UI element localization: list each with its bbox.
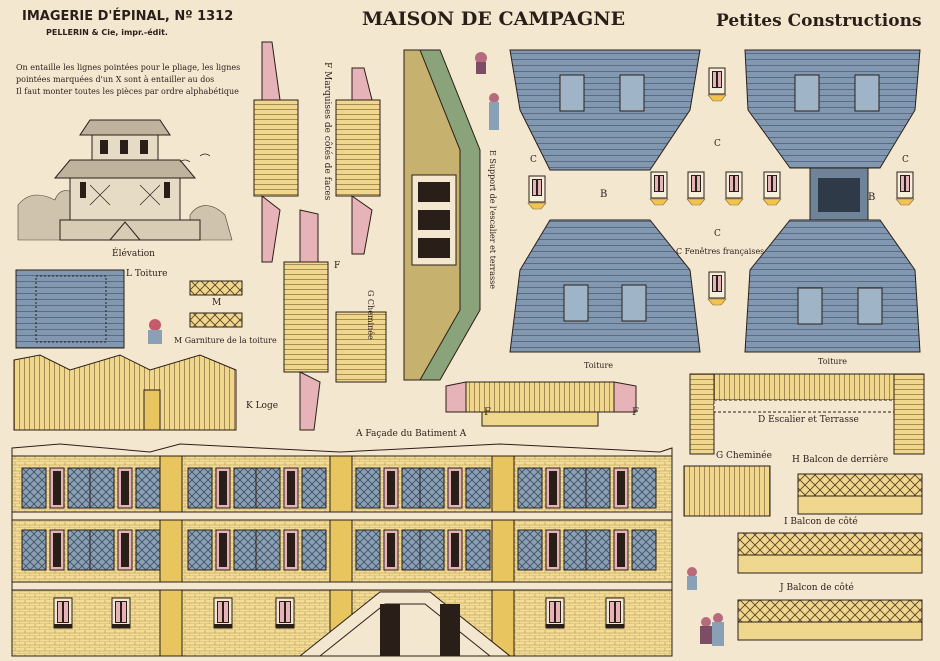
label-k-loge: K Loge [246,401,279,411]
label-c-left: C [530,155,537,165]
label-toiture-left: Toiture [584,361,614,370]
publisher-title: IMAGERIE D'ÉPINAL, Nº 1312 [22,9,234,24]
label-m: M [212,298,222,308]
label-c-fenetres: C Fenêtres françaises [676,247,765,256]
piece-m-garniture [148,280,243,344]
piece-f-marquises [253,41,387,431]
instruction-line: pointées marquées d'un X sont à entaille… [16,75,215,84]
piece-a-facade [11,443,673,657]
label-c-right: C [902,155,909,165]
label-e-support: E Support de l'escalier et terrasse [488,150,497,289]
piece-d-escalier [689,373,925,455]
label-a-facade: A Façade du Batiment A [356,429,467,439]
label-g-cheminee-vertical: G Cheminée [366,290,375,340]
piece-f-strip [445,381,637,427]
label-f-marquises: F Marquises de côtés de faces [322,62,332,201]
label-j-balcon: J Balcon de côté [780,583,854,593]
piece-g-cheminee [683,465,771,517]
label-c-mid: C [714,229,721,239]
label-toiture-right: Toiture [818,357,848,366]
label-h-balcon: H Balcon de derrière [792,455,889,465]
label-elevation: Élévation [112,249,155,259]
piece-k-loge [13,354,237,431]
printer-line: PELLERIN & Cie, impr.-édit. [46,28,168,37]
label-f-bottom-right: F [632,407,639,418]
label-m-garniture: M Garniture de la toiture [174,336,277,345]
sheet-title: MAISON DE CAMPAGNE [362,8,626,30]
label-g-cheminee: G Cheminée [716,451,772,461]
label-c-top: C [714,139,721,149]
label-b-right: B [868,192,876,203]
label-b-left: B [600,189,608,200]
label-i-balcon: I Balcon de côté [784,517,858,527]
elevation-illustration [17,119,233,241]
label-f-left: F [334,261,341,271]
piece-e-support [403,49,499,381]
instruction-line: Il faut monter toutes les pièces par ord… [16,87,239,96]
instruction-line: On entaille les lignes pointées pour le … [16,63,241,72]
label-f-bottom-left: F [484,407,491,418]
piece-balconies [687,473,923,646]
piece-b-roof-right [744,49,921,353]
piece-l-toiture [15,269,125,349]
label-d-escalier: D Escalier et Terrasse [758,415,859,425]
series-title: Petites Constructions [716,11,922,31]
piece-b-roof-left [509,49,701,353]
label-l-toiture: L Toiture [126,269,168,279]
